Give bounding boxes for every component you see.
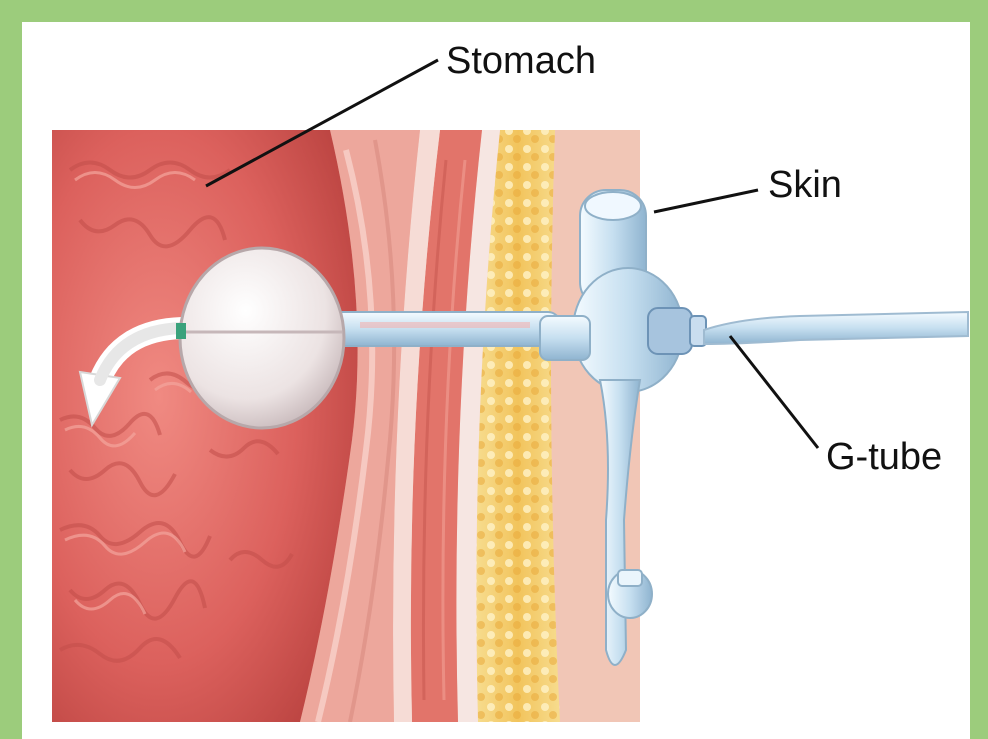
balloon [180,248,344,428]
skin-label: Skin [768,166,842,204]
gtube-leader [730,336,818,448]
gtube-label: G-tube [826,438,942,476]
anatomy-cross-section [52,130,640,722]
skin-leader [654,190,758,212]
stomach-label: Stomach [446,42,596,80]
